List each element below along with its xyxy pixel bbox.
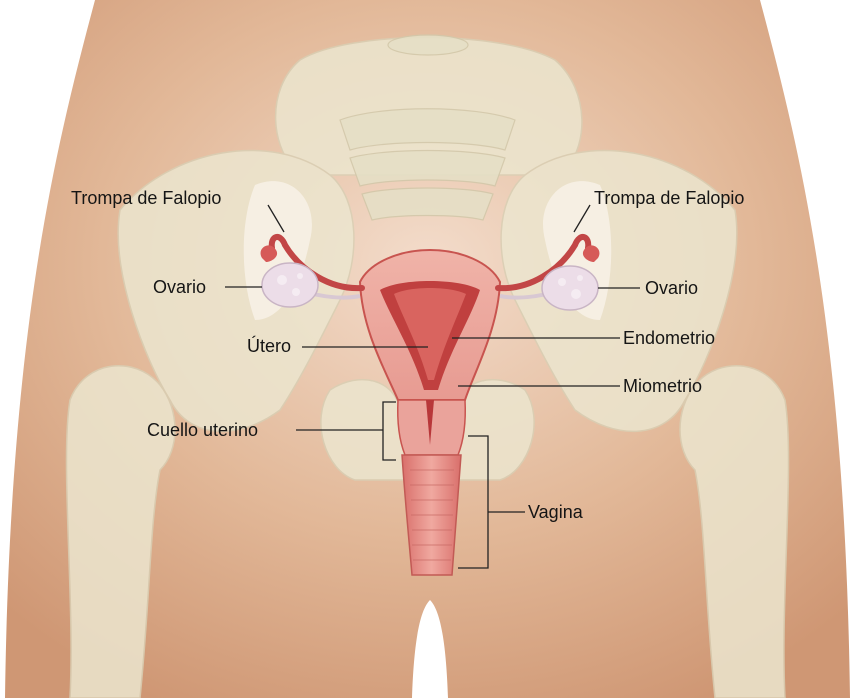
label-utero: Útero [247,336,291,356]
label-trompa-derecha: Trompa de Falopio [594,188,744,208]
label-cuello-uterino: Cuello uterino [147,420,258,440]
label-vagina: Vagina [528,502,583,522]
label-ovario-derecho: Ovario [645,278,698,298]
label-ovario-izquierdo: Ovario [153,277,206,297]
label-endometrio: Endometrio [623,328,715,348]
label-miometrio: Miometrio [623,376,702,396]
label-trompa-izquierda: Trompa de Falopio [71,188,221,208]
